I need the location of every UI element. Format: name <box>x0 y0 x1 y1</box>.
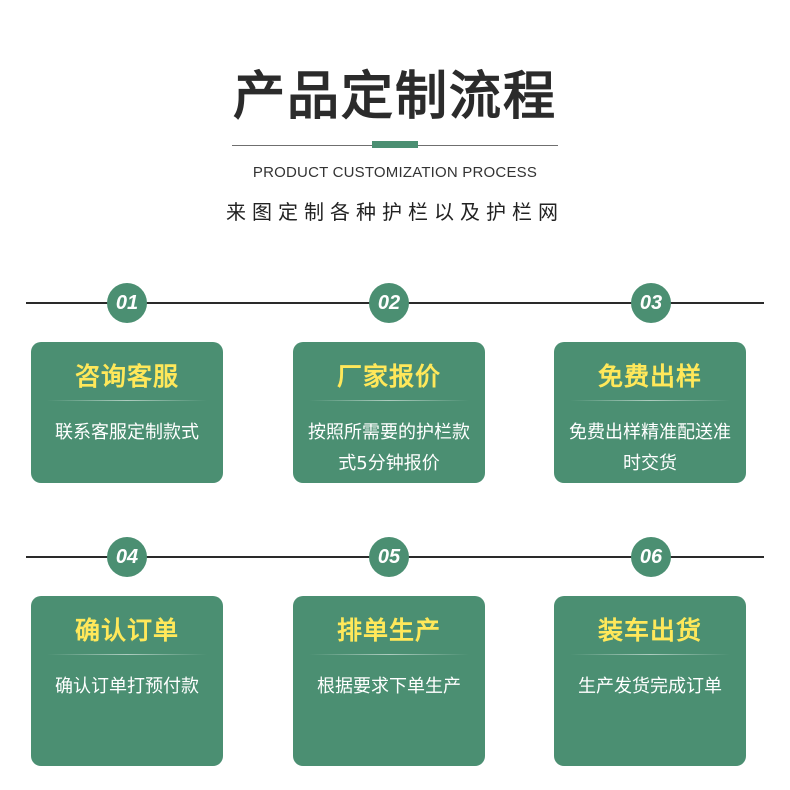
step-card-divider <box>47 654 207 655</box>
step-badge-2: 02 <box>369 283 409 323</box>
step-card-5: 排单生产 根据要求下单生产 <box>293 596 485 766</box>
step-card-1: 咨询客服 联系客服定制款式 <box>31 342 223 483</box>
step-card-description: 免费出样精准配送准时交货 <box>569 422 731 474</box>
step-card-divider <box>570 400 730 401</box>
step-card-description: 联系客服定制款式 <box>55 422 199 443</box>
step-card-title: 装车出货 <box>597 616 702 645</box>
step-card-title: 排单生产 <box>336 616 441 645</box>
step-card-title: 厂家报价 <box>336 362 441 391</box>
step-badge-6: 06 <box>631 537 671 577</box>
subtitle-english: PRODUCT CUSTOMIZATION PROCESS <box>252 164 538 181</box>
step-card-divider <box>47 400 207 401</box>
step-badge-1: 01 <box>107 283 147 323</box>
page-title: 产品定制流程 <box>232 67 557 127</box>
step-card-divider <box>309 654 469 655</box>
step-card-title: 确认订单 <box>74 616 179 645</box>
step-card-2: 厂家报价 按照所需要的护栏款式5分钟报价 <box>293 342 485 483</box>
step-card-description: 按照所需要的护栏款式5分钟报价 <box>308 422 470 474</box>
step-card-6: 装车出货 生产发货完成订单 <box>554 596 746 766</box>
step-card-title: 免费出样 <box>597 362 702 391</box>
step-card-divider <box>309 400 469 401</box>
step-card-3: 免费出样 免费出样精准配送准时交货 <box>554 342 746 483</box>
step-card-4: 确认订单 确认订单打预付款 <box>31 596 223 766</box>
step-card-description: 确认订单打预付款 <box>55 676 199 697</box>
step-card-title: 咨询客服 <box>74 362 179 391</box>
step-badge-4: 04 <box>107 537 147 577</box>
step-card-description: 根据要求下单生产 <box>317 676 461 697</box>
step-card-divider <box>570 654 730 655</box>
step-badge-3: 03 <box>631 283 671 323</box>
subtitle-chinese: 来图定制各种护栏以及护栏网 <box>226 200 564 224</box>
step-badge-5: 05 <box>369 537 409 577</box>
step-card-description: 生产发货完成订单 <box>578 676 722 697</box>
title-accent-bar <box>372 141 418 148</box>
